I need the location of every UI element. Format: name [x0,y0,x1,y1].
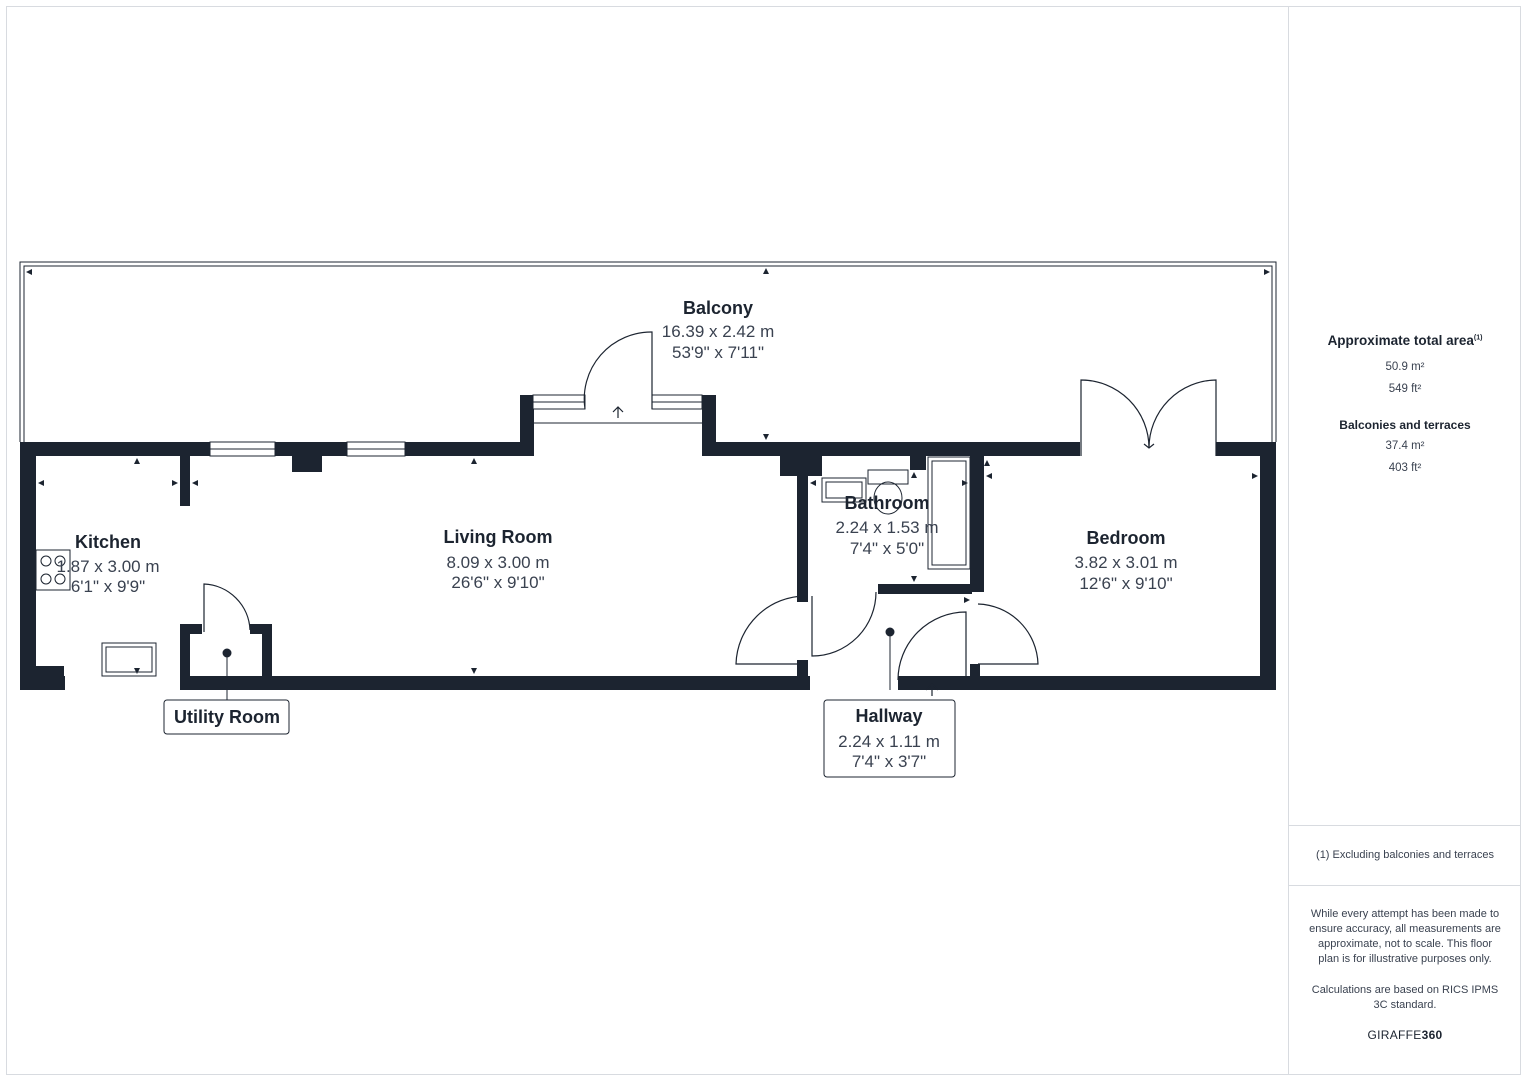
room-label-living-room: Living Room 8.09 x 3.00 m 26'6" x 9'10" [444,527,553,592]
fixtures [35,456,971,700]
room-label-bathroom: Bathroom 2.24 x 1.53 m 7'4" x 5'0" [835,493,938,558]
room-label-utility-room: Utility Room [163,699,290,735]
doors [203,331,1217,696]
svg-text:Living Room: Living Room [444,527,553,547]
room-label-hallway: Hallway 2.24 x 1.11 m 7'4" x 3'7" [823,699,956,778]
svg-text:Kitchen: Kitchen [75,532,141,552]
balconies-ft2: 403 ft² [1388,462,1422,474]
divider [1289,825,1521,826]
svg-text:1.87 x 3.00 m: 1.87 x 3.00 m [56,557,159,576]
room-label-kitchen: Kitchen 1.87 x 3.00 m 6'1" x 9'9" [56,532,159,596]
total-area-title: Approximate total area(1) [1327,333,1483,348]
svg-text:53'9" x 7'11": 53'9" x 7'11" [672,343,764,362]
svg-text:16.39 x 2.42 m: 16.39 x 2.42 m [662,322,774,341]
brand-logo: GIRAFFE360 [1367,1028,1443,1042]
balcony-outline [19,261,1277,442]
page-frame [6,6,1521,1075]
calculations-note: Calculations are based on RICS IPMS 3C s… [1311,984,1499,1011]
windows [209,394,716,457]
divider [1289,885,1521,886]
total-area-m2: 50.9 m² [1385,361,1425,373]
summary-panel: Approximate total area(1) 50.9 m² 549 ft… [1288,6,1521,1075]
room-label-bedroom: Bedroom 3.82 x 3.01 m 12'6" x 9'10" [1074,528,1177,593]
walls [20,395,1276,690]
balconies-title: Balconies and terraces [1339,418,1471,432]
svg-text:26'6" x 9'10": 26'6" x 9'10" [451,573,544,592]
svg-text:8.09 x 3.00 m: 8.09 x 3.00 m [446,553,549,572]
disclaimer: While every attempt has been made to ens… [1309,908,1501,965]
svg-text:2.24 x 1.11 m: 2.24 x 1.11 m [838,732,940,751]
svg-text:Bedroom: Bedroom [1086,528,1165,548]
room-label-balcony: Balcony 16.39 x 2.42 m 53'9" x 7'11" [662,298,774,362]
svg-text:7'4" x 3'7": 7'4" x 3'7" [852,752,926,771]
floor-plan: Balcony 16.39 x 2.42 m 53'9" x 7'11" Kit… [19,261,1277,778]
svg-text:Utility Room: Utility Room [174,707,280,727]
svg-text:Bathroom: Bathroom [845,493,930,513]
footnote: (1) Excluding balconies and terraces [1316,849,1494,861]
total-area-ft2: 549 ft² [1388,383,1422,395]
svg-text:3.82 x 3.01 m: 3.82 x 3.01 m [1074,553,1177,572]
balconies-m2: 37.4 m² [1385,440,1425,452]
svg-text:7'4" x 5'0": 7'4" x 5'0" [850,539,924,558]
svg-text:12'6" x 9'10": 12'6" x 9'10" [1079,574,1172,593]
svg-text:Hallway: Hallway [855,706,922,726]
svg-text:6'1" x 9'9": 6'1" x 9'9" [71,577,145,596]
dimension-markers [26,268,1270,674]
svg-text:Balcony: Balcony [683,298,753,318]
svg-text:2.24 x 1.53 m: 2.24 x 1.53 m [835,518,938,537]
